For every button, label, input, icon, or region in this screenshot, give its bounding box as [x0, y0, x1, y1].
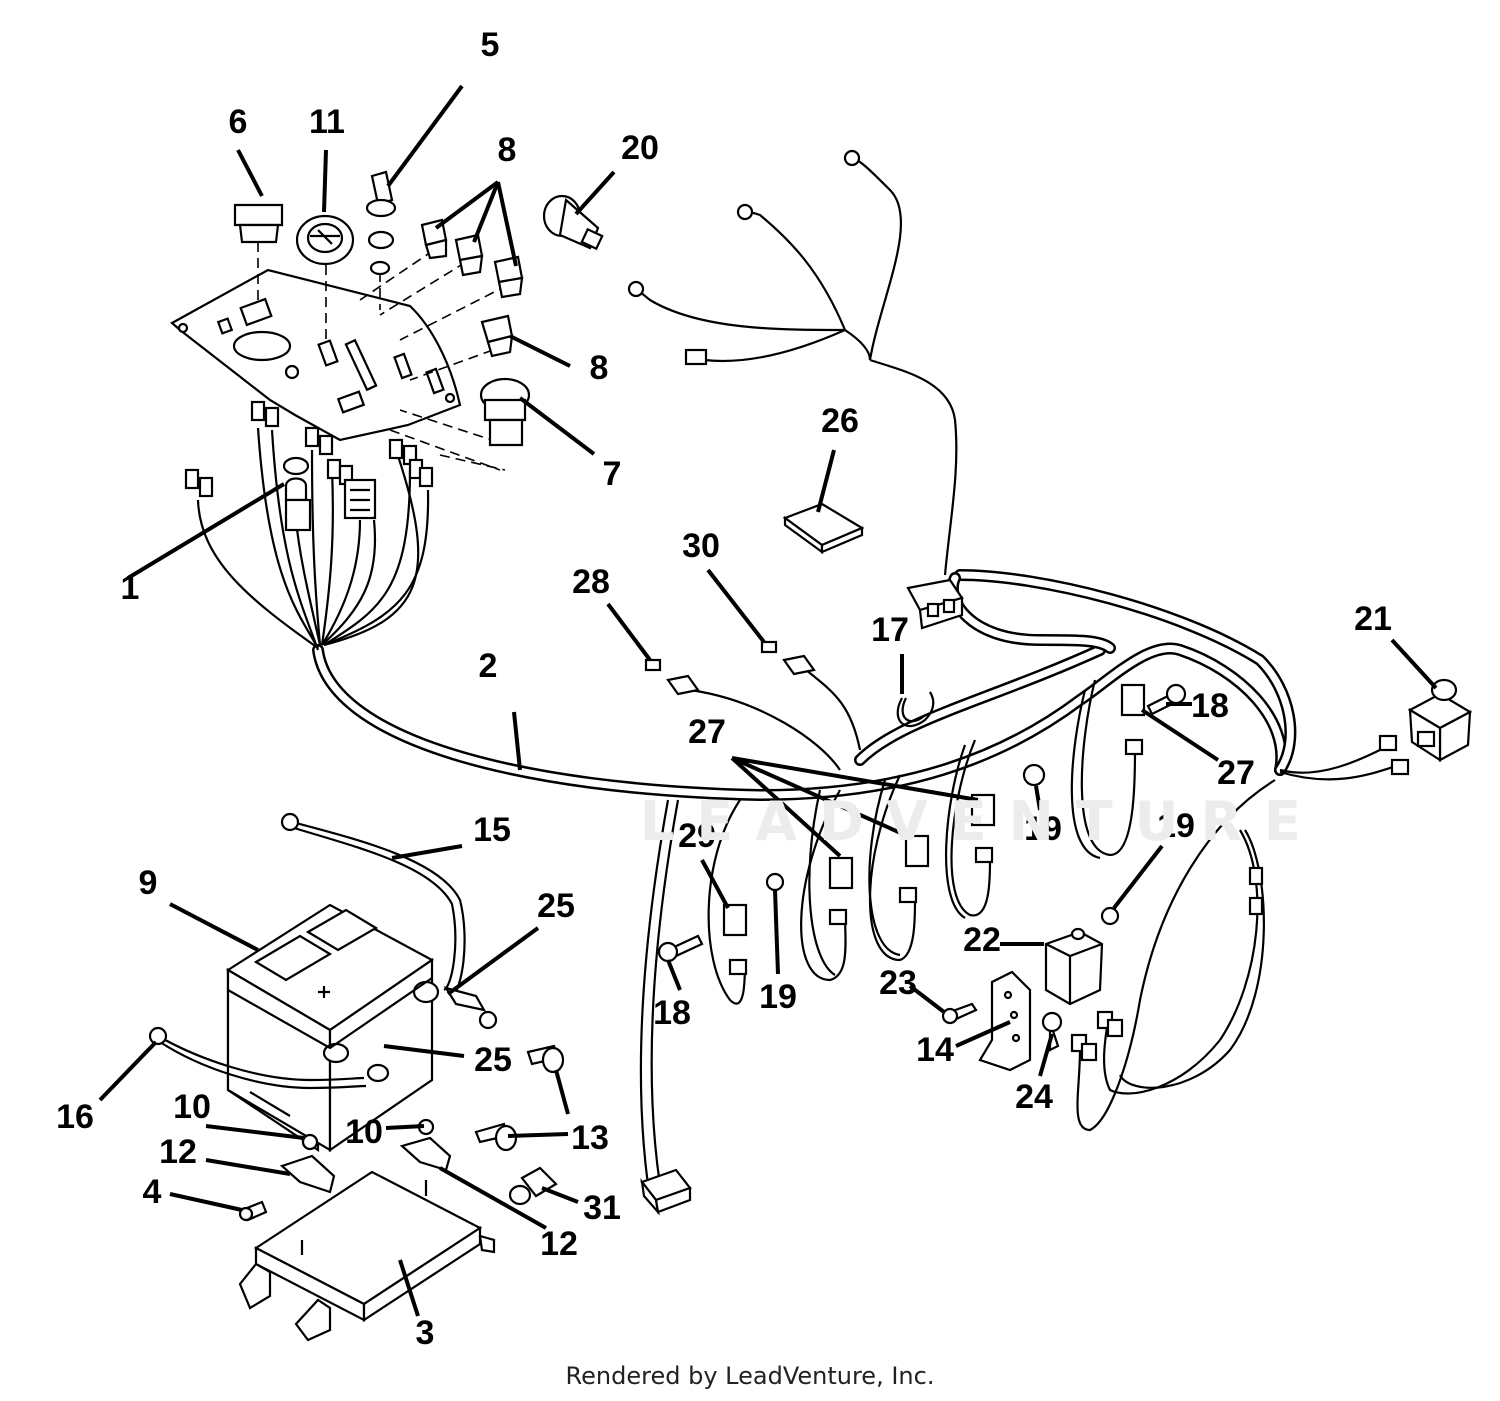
- fuses: [644, 640, 816, 696]
- callout-31: 31: [583, 1189, 621, 1227]
- callout-27: 27: [688, 713, 726, 751]
- battery-tray: [238, 1170, 496, 1342]
- watermark: LEADVENTURE: [640, 790, 1323, 853]
- callout-27: 27: [1217, 754, 1255, 792]
- ground-wires: [627, 149, 903, 366]
- callout-12: 12: [540, 1225, 578, 1263]
- callout-7: 7: [603, 455, 622, 493]
- pto-switch: [479, 377, 531, 447]
- callout-25: 25: [537, 887, 575, 925]
- callout-16: 16: [56, 1098, 94, 1136]
- dash-panel: [170, 268, 462, 442]
- ignition-switch: [365, 170, 397, 276]
- callout-14: 14: [916, 1031, 954, 1069]
- callout-17: 17: [871, 611, 909, 649]
- callout-30: 30: [682, 527, 720, 565]
- callout-26: 26: [821, 402, 859, 440]
- callout-1: 1: [121, 569, 140, 607]
- hour-meter-cover: [233, 203, 284, 244]
- callout-25: 25: [474, 1041, 512, 1079]
- battery: [225, 903, 440, 1153]
- callout-11: 11: [309, 103, 345, 141]
- callout-29: 29: [678, 817, 716, 855]
- callout-4: 4: [143, 1173, 162, 1211]
- callout-8: 8: [590, 349, 609, 387]
- battery-hardware: [238, 1044, 565, 1222]
- callout-2: 2: [479, 647, 498, 685]
- assembly-lines: [257, 242, 509, 471]
- callout-21: 21: [1354, 600, 1392, 638]
- solenoid-connectors: [1070, 866, 1264, 1062]
- dash-wire-bundle: [196, 427, 430, 651]
- battery-cables: [148, 812, 498, 1090]
- callout-8: 8: [498, 131, 517, 169]
- fasteners: [657, 683, 1187, 1052]
- harness-end-connector: [640, 1168, 692, 1216]
- jumper-wire: [896, 691, 935, 727]
- callout-5: 5: [481, 26, 500, 64]
- harness-connector: [906, 578, 964, 630]
- relays: [722, 683, 1146, 976]
- callout-28: 28: [572, 563, 610, 601]
- callout-22: 22: [963, 921, 1001, 959]
- callout-24: 24: [1015, 1078, 1053, 1116]
- terminal-boot: [542, 194, 604, 251]
- dash-connectors: [184, 400, 434, 532]
- callout-19: 19: [759, 978, 797, 1016]
- callout-9: 9: [139, 864, 158, 902]
- leader-lines: [98, 84, 1438, 1317]
- rocker-switches: [420, 218, 524, 358]
- callout-19: 19: [1024, 810, 1062, 848]
- gauge: [295, 214, 355, 266]
- callout-18: 18: [653, 994, 691, 1032]
- starter-solenoid: [1378, 678, 1473, 776]
- control-module: [782, 502, 865, 555]
- callout-10: 10: [173, 1088, 211, 1126]
- callout-12: 12: [159, 1133, 197, 1171]
- callout-20: 20: [621, 129, 659, 167]
- solenoid-bracket: [978, 970, 1032, 1072]
- callout-19: 19: [1157, 807, 1195, 845]
- callout-13: 13: [571, 1119, 609, 1157]
- callout-18: 18: [1191, 687, 1229, 725]
- callout-23: 23: [879, 964, 917, 1002]
- fuel-solenoid: [1044, 927, 1104, 1006]
- callout-10: 10: [345, 1113, 383, 1151]
- callout-15: 15: [473, 811, 511, 849]
- main-wire-harness: [312, 569, 1297, 802]
- callout-6: 6: [229, 103, 248, 141]
- callout-3: 3: [416, 1314, 435, 1352]
- footer-credit: Rendered by LeadVenture, Inc.: [565, 1362, 935, 1390]
